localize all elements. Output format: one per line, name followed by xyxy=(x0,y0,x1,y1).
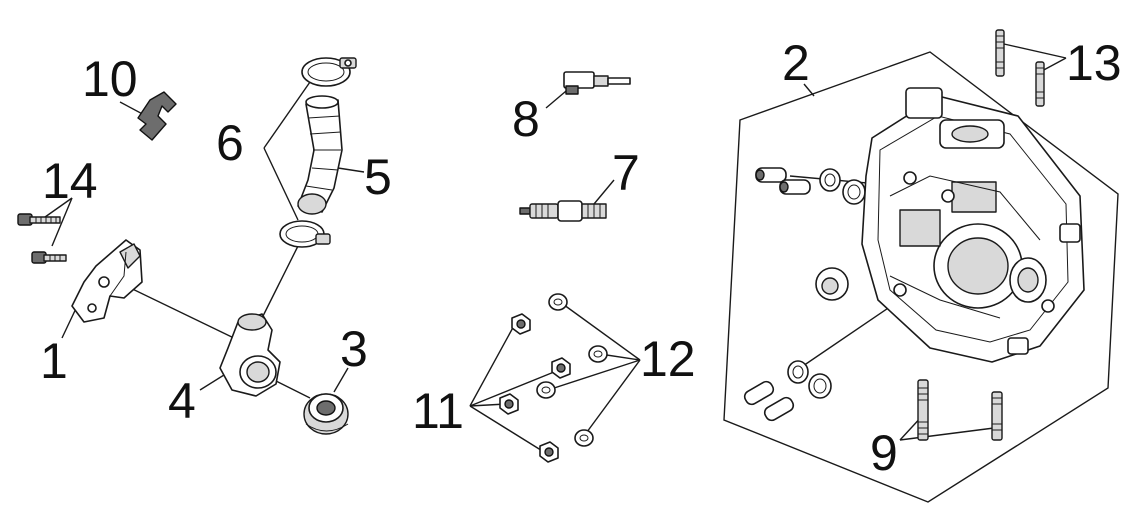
valve-guide-upper-b xyxy=(779,179,811,195)
thermostat-housing-4 xyxy=(219,313,281,397)
callout-9: 9 xyxy=(870,425,898,481)
hose-clamp-upper xyxy=(301,57,357,87)
washer-12b xyxy=(588,345,608,363)
nut-11d xyxy=(539,441,559,463)
callout-8: 8 xyxy=(512,91,540,147)
callout-numbers: 1 2 3 4 5 6 7 8 9 10 11 12 13 14 xyxy=(40,35,1122,481)
hose-5 xyxy=(297,95,343,215)
hose-clamp-lower xyxy=(279,220,331,248)
washer-12a xyxy=(548,293,568,311)
callout-1: 1 xyxy=(40,333,68,389)
callout-6: 6 xyxy=(216,115,244,171)
callout-5: 5 xyxy=(364,149,392,205)
cylinder-head-2 xyxy=(861,87,1085,363)
nut-11b xyxy=(551,357,571,379)
callout-7: 7 xyxy=(612,145,640,201)
sensor-8 xyxy=(563,71,631,95)
washer-12d xyxy=(574,429,594,447)
washer-12c xyxy=(536,381,556,399)
seal-lower xyxy=(787,360,832,399)
bolt-14a xyxy=(17,213,61,226)
clip-10 xyxy=(137,91,177,141)
cap-3 xyxy=(303,393,349,435)
callout-10: 10 xyxy=(82,51,138,107)
callout-13: 13 xyxy=(1066,35,1122,91)
callout-14: 14 xyxy=(42,153,98,209)
valve-guide-lower-b xyxy=(763,396,795,422)
callout-2: 2 xyxy=(782,35,810,91)
nut-11a xyxy=(511,313,531,335)
seal-upper xyxy=(819,168,866,205)
bracket-1 xyxy=(71,239,143,323)
spark-plug-7 xyxy=(519,200,607,222)
callout-3: 3 xyxy=(340,321,368,377)
valve-guide-upper-a xyxy=(755,167,787,183)
stud-9a xyxy=(917,379,929,441)
callout-11: 11 xyxy=(412,383,464,439)
nut-11c xyxy=(499,393,519,415)
plug-cap xyxy=(815,267,849,301)
valve-guide-lower-a xyxy=(743,380,775,406)
callout-12: 12 xyxy=(640,331,696,387)
stud-13b xyxy=(1035,61,1045,107)
callout-4: 4 xyxy=(168,373,196,429)
stud-13a xyxy=(995,29,1005,77)
stud-9b xyxy=(991,391,1003,441)
bolt-14b xyxy=(31,251,67,264)
